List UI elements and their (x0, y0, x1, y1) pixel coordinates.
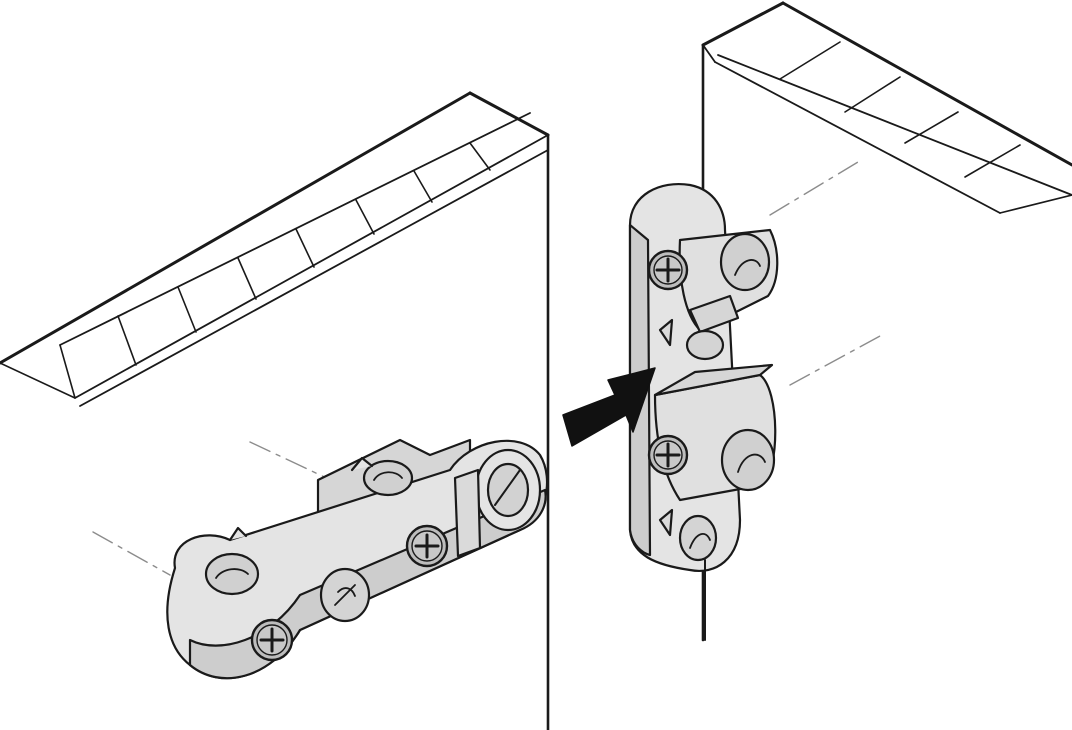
phillips-screw-icon (250, 618, 294, 662)
left-connector-fitting (166, 438, 549, 680)
right-panel (701, 1, 1072, 642)
left-panel (0, 91, 550, 730)
left-panel-edge-segments (0, 142, 491, 399)
alignment-lines (92, 161, 881, 576)
right-panel-edge-segments (779, 41, 1072, 214)
phillips-screw-icon (647, 434, 689, 476)
arrow-right-icon (562, 367, 656, 447)
right-connector-fitting (628, 182, 779, 641)
phillips-screw-icon (647, 249, 689, 291)
phillips-screw-icon (405, 524, 449, 568)
